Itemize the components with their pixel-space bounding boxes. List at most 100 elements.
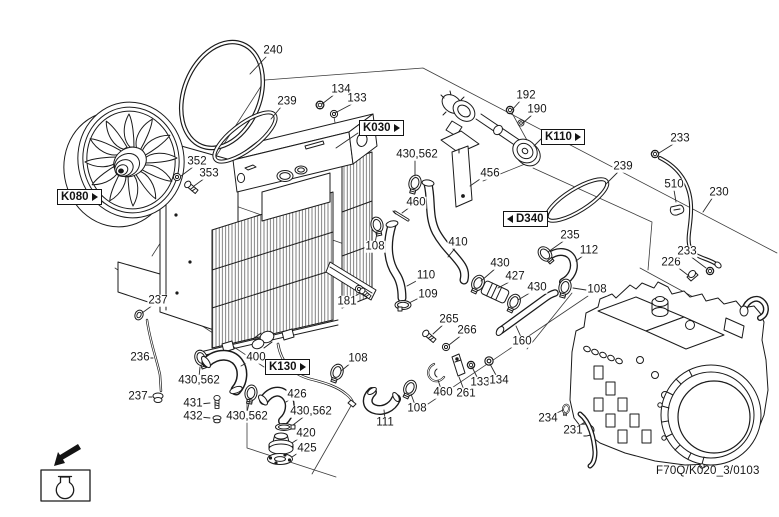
part-number-label: 239: [612, 160, 634, 173]
part-number-label: 230: [708, 186, 730, 199]
ref-box-label: K110: [545, 131, 572, 143]
part-number-label: 353: [198, 167, 220, 180]
hose-231: [577, 411, 598, 469]
part-number-label: 133: [469, 376, 491, 389]
part-number-label: 427: [504, 270, 526, 283]
washer-134-lower: [484, 356, 494, 366]
part-number-label: 430,562: [395, 148, 439, 161]
part-number-label: 266: [456, 324, 478, 337]
part-number-label: 240: [262, 44, 284, 57]
part-number-label: 134: [330, 83, 352, 96]
part-number-label: 460: [432, 386, 454, 399]
part-number-label: 181: [336, 295, 358, 308]
part-number-label: 231: [562, 424, 584, 437]
flange-425: [267, 453, 293, 465]
ref-box-K130[interactable]: K130: [265, 359, 310, 375]
part-number-label: 192: [515, 89, 537, 102]
fitting-226: [686, 269, 699, 282]
bracket-261: [451, 353, 466, 377]
clamp-430-562-right: [275, 423, 296, 431]
part-number-label: 400: [245, 351, 267, 364]
part-number-label: 430,562: [289, 405, 333, 418]
ref-box-label: D340: [516, 213, 544, 225]
washer-133: [329, 109, 339, 119]
legend: [40, 444, 91, 502]
part-number-label: 410: [447, 236, 469, 249]
part-number-label: 226: [660, 256, 682, 269]
ref-box-K080[interactable]: K080: [57, 189, 102, 205]
hose-110: [384, 220, 407, 303]
ref-box-K030[interactable]: K030: [359, 120, 404, 136]
part-number-label: 239: [276, 95, 298, 108]
part-number-label: 190: [526, 103, 548, 116]
part-number-label: 110: [415, 269, 437, 282]
hose-400: [201, 349, 248, 396]
clamp-108-111: [399, 377, 420, 401]
part-number-label: 236: [129, 351, 151, 364]
pipe-230: [658, 156, 722, 269]
part-number-label: 237: [127, 390, 149, 403]
pipe-236: [134, 309, 164, 403]
part-number-label: 425: [296, 442, 318, 455]
clamp-109: [394, 300, 412, 312]
part-number-label: 133: [346, 92, 368, 105]
ref-arrow-right-icon: [393, 124, 400, 132]
part-number-label: 430,562: [225, 410, 269, 423]
part-number-label: 431: [182, 397, 204, 410]
part-number-label: 430: [489, 257, 511, 270]
part-number-label: 234: [537, 412, 559, 425]
part-number-label: 420: [295, 427, 317, 440]
part-number-label: 134: [488, 374, 510, 387]
bolt-265: [420, 328, 438, 345]
clip-460-lower: [427, 362, 446, 383]
part-number-label: 426: [286, 388, 308, 401]
nut-233-upper: [650, 149, 660, 159]
part-number-label: 108: [586, 283, 608, 296]
part-number-label: 456: [479, 167, 501, 180]
hose-111: [362, 386, 401, 415]
nut-233-lower: [705, 266, 715, 276]
engine: [569, 281, 769, 469]
belt-239-rear: [544, 177, 610, 223]
pipe-160: [495, 289, 559, 336]
clamp-108-overflow: [327, 361, 346, 385]
part-number-label: 111: [375, 416, 395, 429]
part-number-label: 265: [438, 313, 460, 326]
part-number-label: 237: [147, 294, 169, 307]
part-number-label: 235: [559, 229, 581, 242]
part-number-label: 460: [405, 196, 427, 209]
part-number-label: 108: [347, 352, 369, 365]
part-number-label: 430: [526, 281, 548, 294]
clip-510: [669, 204, 685, 216]
drawing-number: F70Q/K020_3/0103: [656, 465, 760, 477]
clamp-430-562-mid: [242, 383, 259, 406]
ref-box-K110[interactable]: K110: [541, 129, 585, 145]
part-number-label: 160: [511, 335, 533, 348]
bolt-431: [213, 394, 221, 409]
part-number-label: 261: [455, 387, 477, 400]
thermostat-housing-420: [268, 432, 294, 455]
nut-192: [505, 105, 515, 115]
direction-arrow-icon: [54, 444, 81, 466]
part-number-label: 352: [186, 155, 208, 168]
ref-box-label: K030: [363, 122, 391, 134]
nut-133-lower: [466, 360, 476, 370]
part-number-label: 108: [364, 240, 386, 253]
washer-352: [172, 172, 182, 182]
clamp-430-562-upper: [405, 173, 424, 196]
washer-266: [441, 342, 451, 352]
pin-460-upper: [392, 210, 410, 222]
water-pump: [440, 90, 541, 167]
bracket-456: [440, 130, 480, 208]
part-number-label: 233: [669, 132, 691, 145]
sleeve-427: [480, 280, 510, 304]
hose-410: [421, 179, 470, 285]
ref-arrow-left-icon: [507, 215, 513, 223]
ref-box-label: K080: [61, 191, 89, 203]
washer-432: [212, 415, 222, 424]
ref-box-label: K130: [269, 361, 297, 373]
coolant-drain-plug-icon: [55, 475, 75, 500]
ref-box-D340[interactable]: D340: [503, 211, 548, 227]
